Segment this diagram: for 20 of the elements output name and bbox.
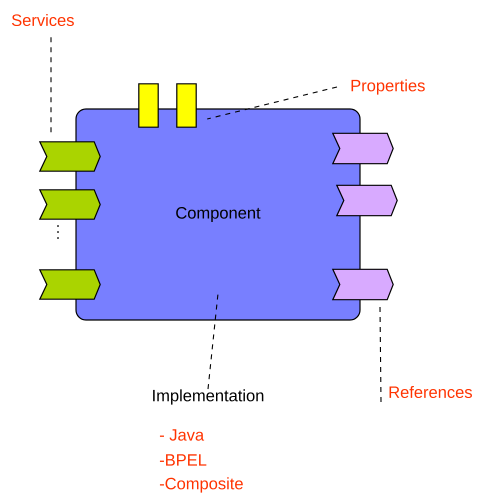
chevron-port [332, 132, 394, 164]
callout-text: References [390, 386, 472, 398]
list-item: - Java [160, 429, 204, 441]
callout-text: Properties [352, 79, 425, 95]
chevron-port [38, 189, 101, 220]
leader-line [379, 306, 382, 402]
chevron-port [336, 184, 398, 216]
callout-text: Implementation [153, 389, 264, 405]
leader-line [50, 37, 52, 134]
leader-line [207, 294, 219, 390]
list-item: -BPEL [160, 454, 206, 466]
list-item: -Composite [160, 477, 243, 493]
chevron-port [38, 141, 101, 172]
property-bar [176, 83, 197, 128]
chevron-port [38, 269, 101, 300]
property-bar [138, 83, 159, 128]
leader-line [207, 86, 338, 120]
component-box: Component [75, 108, 361, 321]
chevron-port [332, 268, 394, 300]
callout-text: Services [12, 14, 74, 26]
